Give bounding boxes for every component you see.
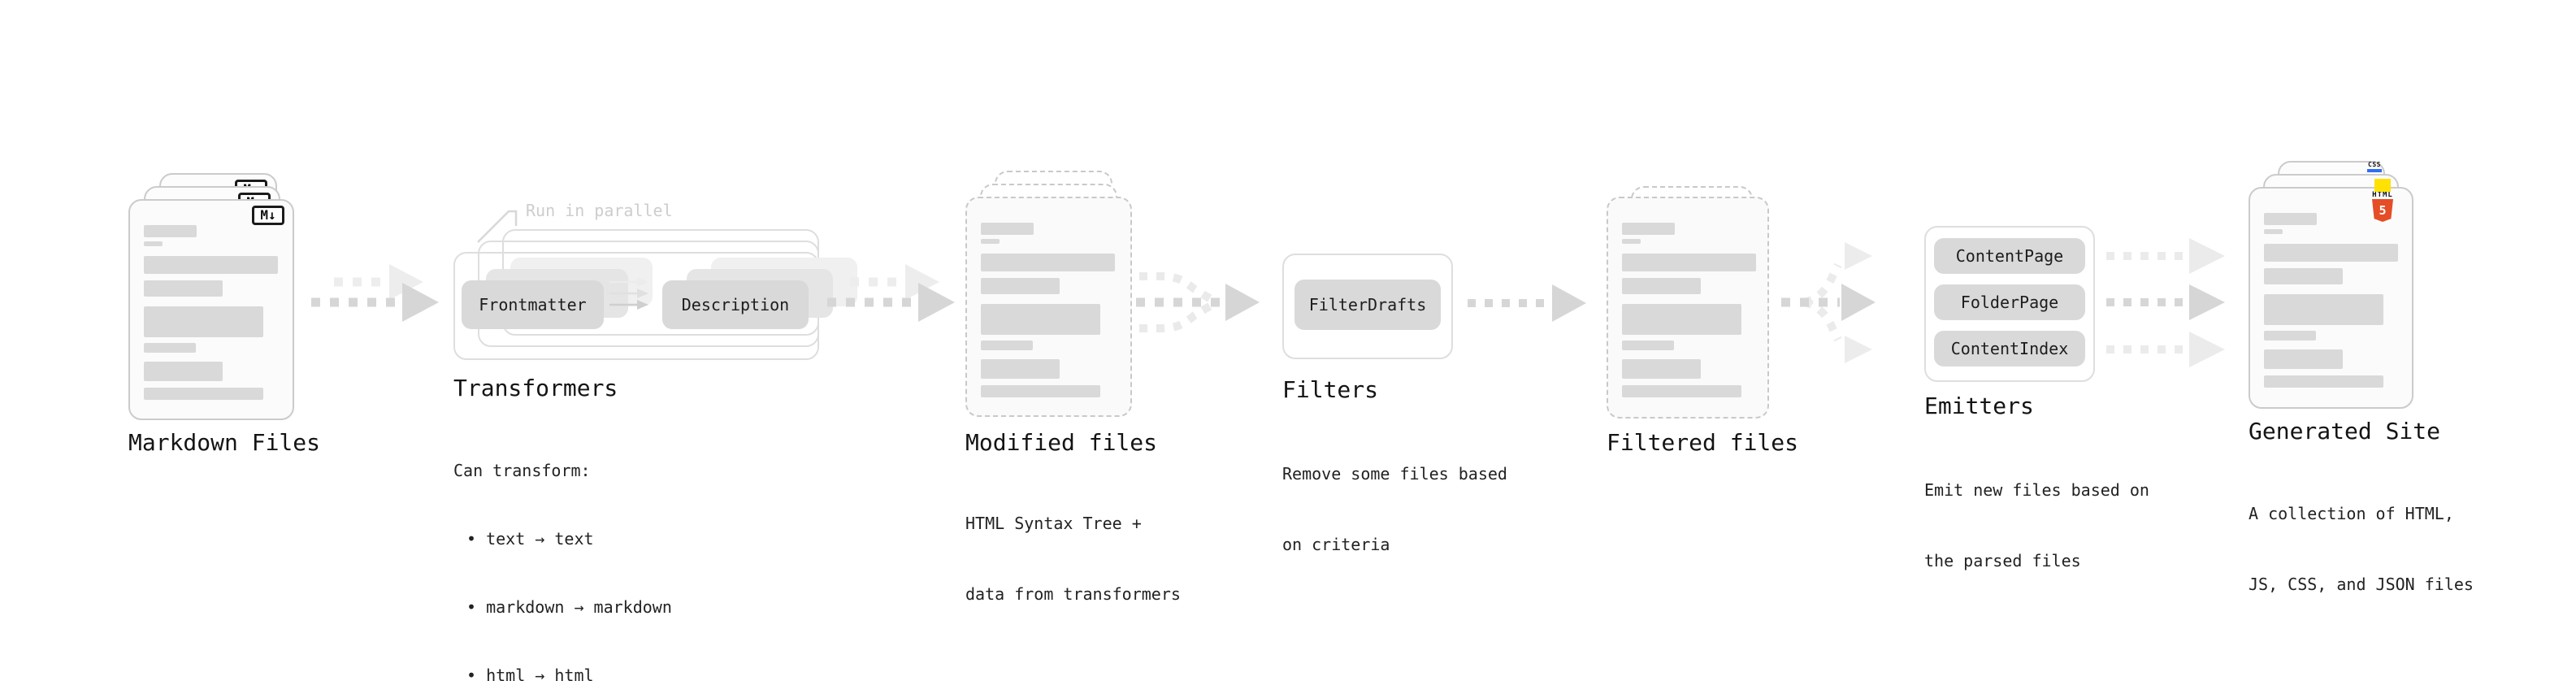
placeholder-bar [1622, 385, 1741, 397]
bullet-line: • text → text [466, 529, 594, 549]
placeholder-bar [144, 280, 223, 297]
placeholder-bar [144, 343, 196, 353]
placeholder-bar [981, 239, 1000, 244]
markdown-files-title: Markdown Files [128, 429, 321, 456]
contentindex-chip: ContentIndex [1934, 331, 2085, 367]
placeholder-bar [144, 256, 278, 274]
placeholder-bar [2264, 213, 2317, 225]
contentpage-chip: ContentPage [1934, 238, 2085, 274]
parallel-arrows-icon [609, 277, 648, 310]
placeholder-bar [144, 241, 163, 246]
caption-line: on criteria [1282, 535, 1390, 554]
filtered-file-card [1607, 197, 1769, 419]
placeholder-bar [144, 225, 197, 237]
placeholder-bar [2264, 268, 2343, 284]
emitters-caption: Emit new files based on the parsed files [1924, 432, 2149, 620]
transformers-caption: Can transform: • text → text • markdown … [453, 414, 672, 681]
folderpage-chip: FolderPage [1934, 284, 2085, 320]
placeholder-bar [1622, 359, 1701, 379]
filters-caption: Remove some files based on criteria [1282, 415, 1507, 604]
flow-arrow-icon [2106, 284, 2225, 320]
annotation-connector-line [477, 210, 518, 243]
generated-site-title: Generated Site [2249, 418, 2441, 445]
placeholder-bar [1622, 239, 1641, 244]
placeholder-bar [1622, 304, 1741, 335]
caption-line: JS, CSS, and JSON files [2249, 575, 2474, 594]
run-in-parallel-label: Run in parallel [526, 201, 673, 220]
js-icon [2374, 179, 2391, 192]
flow-arrow-icon [827, 264, 955, 322]
modified-files-title: Modified files [965, 429, 1158, 456]
placeholder-bar [981, 223, 1034, 235]
flow-arrow-light-icon [2106, 332, 2225, 367]
emitters-title: Emitters [1924, 393, 2034, 419]
modified-files-caption: HTML Syntax Tree + data from transformer… [965, 465, 1181, 653]
placeholder-bar [2264, 294, 2383, 325]
merge-arrow-icon [1136, 272, 1260, 332]
filterdrafts-chip: FilterDrafts [1295, 280, 1441, 330]
placeholder-bar [144, 362, 223, 381]
bullet-line: • html → html [466, 666, 594, 681]
caption-line: HTML Syntax Tree + [965, 514, 1142, 533]
placeholder-bar [981, 304, 1100, 335]
flow-arrow-light-icon [2106, 238, 2225, 274]
flow-arrow-icon [1468, 284, 1586, 322]
placeholder-bar [144, 388, 263, 400]
caption-line: A collection of HTML, [2249, 504, 2454, 523]
fanout-arrow-icon [1781, 242, 1876, 363]
markdown-file-card: M↓ [128, 199, 294, 420]
placeholder-bar [1622, 254, 1756, 271]
placeholder-bar [2264, 331, 2316, 340]
generated-site-caption: A collection of HTML, JS, CSS, and JSON … [2249, 455, 2474, 644]
placeholder-bar [2264, 229, 2283, 234]
placeholder-bar [144, 306, 263, 337]
caption-line: the parsed files [1924, 551, 2081, 570]
caption-line: data from transformers [965, 584, 1181, 604]
filters-title: Filters [1282, 376, 1379, 403]
site-file-card-html [2249, 187, 2413, 409]
placeholder-bar [981, 385, 1100, 397]
flow-arrow-icon [311, 264, 439, 322]
markdown-icon: M↓ [252, 206, 284, 225]
filtered-files-title: Filtered files [1607, 429, 1799, 456]
modified-file-card [965, 197, 1132, 417]
caption-line: Can transform: [453, 461, 591, 480]
placeholder-bar [981, 254, 1115, 271]
placeholder-bar [981, 278, 1060, 294]
caption-line: Emit new files based on [1924, 480, 2149, 500]
placeholder-bar [2264, 375, 2383, 388]
placeholder-bar [1622, 223, 1675, 235]
bullet-line: • markdown → markdown [466, 597, 672, 617]
css-icon: CSS [2366, 162, 2383, 172]
placeholder-bar [2264, 349, 2343, 369]
placeholder-bar [1622, 278, 1701, 294]
frontmatter-chip: Frontmatter [462, 280, 604, 329]
html5-icon: HTML 5 [2363, 192, 2402, 222]
placeholder-bar [1622, 340, 1674, 350]
placeholder-bar [2264, 244, 2398, 262]
placeholder-bar [981, 340, 1033, 350]
caption-line: Remove some files based [1282, 464, 1507, 484]
transformers-title: Transformers [453, 375, 618, 401]
description-chip: Description [662, 280, 809, 329]
placeholder-bar [981, 359, 1060, 379]
